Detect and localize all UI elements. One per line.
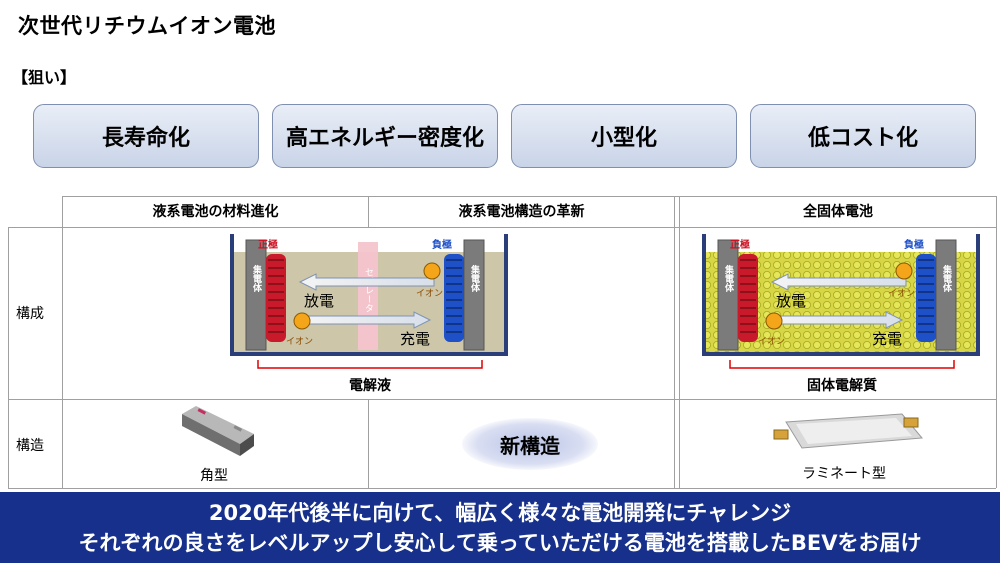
solid-cathode-particles — [738, 254, 758, 342]
prismatic-caption: 角型 — [200, 468, 228, 484]
laminate-caption: ラミネート型 — [802, 466, 886, 482]
discharge-label: 放電 — [304, 292, 334, 310]
banner-line-1: 2020年代後半に向けて、幅広く様々な電池開発にチャレンジ — [208, 501, 792, 525]
solid-electrolyte-bracket — [729, 360, 955, 369]
header-liquid-structure: 液系電池構造の革新 — [458, 204, 585, 220]
solid-collector-left — [717, 239, 739, 351]
solid-collector-right-label: 集電体 — [941, 264, 953, 293]
discharge-arrow — [298, 273, 435, 291]
solid-collector-left-label: 集電体 — [723, 264, 735, 293]
ion-left — [293, 312, 311, 330]
separator-label: セパレータ — [363, 267, 374, 312]
bottom-banner: 2020年代後半に向けて、幅広く様々な電池開発にチャレンジ それぞれの良さをレベ… — [0, 492, 1000, 563]
solid-ion-left-label: イオン — [758, 336, 785, 347]
solid-electrolyte-label: 固体電解質 — [807, 377, 877, 394]
row-label-composition: 構成 — [16, 306, 44, 322]
solid-cathode-label: 正極 — [730, 238, 750, 251]
prismatic-cell-image — [182, 406, 254, 456]
collector-left — [245, 239, 267, 351]
solid-ion-right-label: イオン — [888, 288, 915, 299]
row-label-structure: 構造 — [16, 438, 44, 454]
solid-ion-left — [765, 312, 783, 330]
collector-left-label: 集電体 — [251, 264, 263, 293]
new-structure-glow — [462, 418, 598, 470]
ion-right-label: イオン — [416, 288, 443, 299]
collector-right — [463, 239, 485, 351]
cathode-particles — [266, 254, 286, 342]
solid-discharge-label: 放電 — [776, 292, 806, 310]
goal-high-energy-density: 高エネルギー密度化 — [272, 104, 498, 168]
solid-anode-label: 負極 — [904, 238, 924, 251]
solid-discharge-arrow — [770, 273, 907, 291]
page-title: 次世代リチウムイオン電池 — [18, 14, 276, 38]
anode-label: 負極 — [432, 238, 452, 251]
header-liquid-materials: 液系電池の材料進化 — [152, 204, 279, 220]
ion-right — [423, 262, 441, 280]
goal-long-life: 長寿命化 — [33, 104, 259, 168]
solid-ion-right — [895, 262, 913, 280]
electrolyte-bracket — [257, 360, 483, 369]
cell-container — [230, 234, 508, 356]
banner-line-2: それぞれの良さをレベルアップし安心して乗っていただける電池を搭載したBEVをお届… — [78, 531, 922, 555]
header-solid-state: 全固体電池 — [803, 204, 873, 220]
solid-cell-container — [702, 234, 980, 356]
liquid-battery-diagram: セパレータ 集電体 集電体 正極 負極 放電 充電 イオン イオン 電解液 — [230, 234, 508, 394]
laminate-cell-image — [773, 413, 923, 449]
goal-compact: 小型化 — [511, 104, 737, 168]
goal-low-cost: 低コスト化 — [750, 104, 976, 168]
electrolyte-label: 電解液 — [349, 377, 392, 394]
solid-anode-particles — [916, 254, 936, 342]
new-structure-label: 新構造 — [500, 434, 560, 458]
aim-label: 【狙い】 — [12, 68, 77, 87]
collector-right-label: 集電体 — [469, 264, 481, 293]
solid-collector-right — [935, 239, 957, 351]
solid-charge-label: 充電 — [872, 330, 902, 348]
cathode-label: 正極 — [258, 238, 278, 251]
solid-battery-diagram: 集電体 集電体 正極 負極 放電 充電 イオン イオン 固体電解質 — [702, 234, 980, 394]
anode-particles — [444, 254, 464, 342]
charge-label: 充電 — [400, 330, 430, 348]
ion-left-label: イオン — [286, 336, 313, 347]
